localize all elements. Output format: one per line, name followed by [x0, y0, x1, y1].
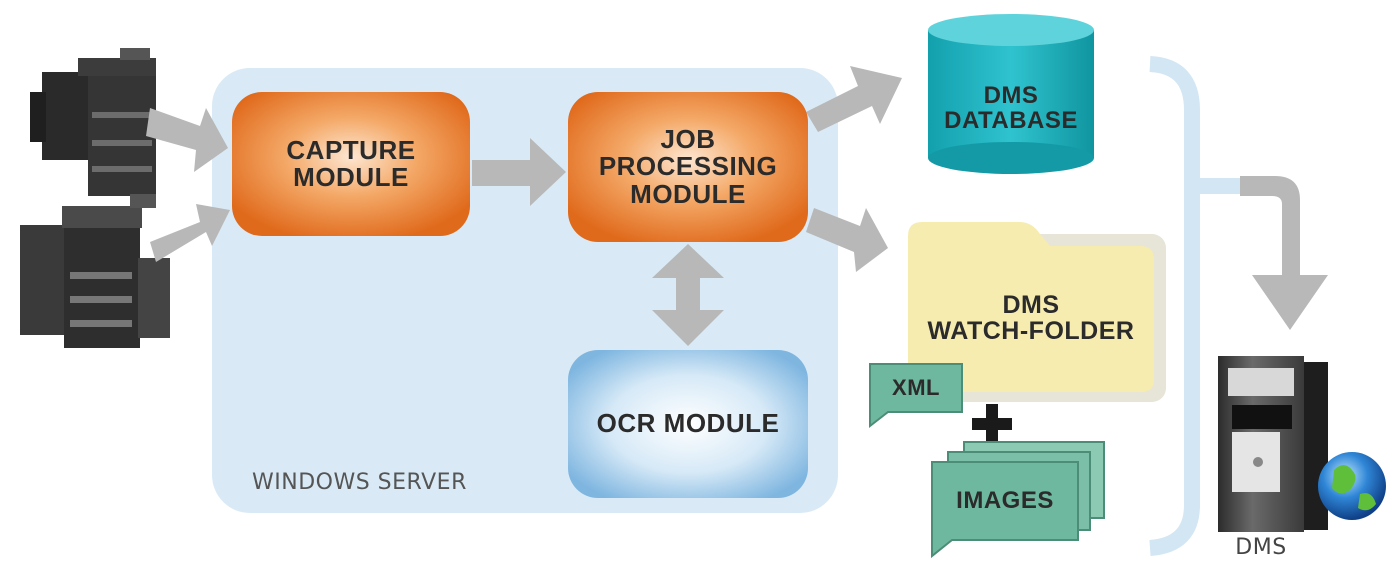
dms-bracket: [1149, 56, 1200, 556]
dms-server-tower-icon: [1218, 356, 1328, 532]
arrow-job-ocr: [652, 244, 724, 346]
xml-document-icon: [869, 363, 963, 429]
arrow-printer2-capture: [150, 204, 230, 262]
job-processing-module-label: JOB PROCESSING MODULE: [598, 124, 778, 209]
images-documents-icon: [931, 441, 1105, 559]
capture-module-label: CAPTURE MODULE: [286, 134, 416, 192]
ocr-module-label: OCR MODULE: [596, 408, 780, 439]
dms-watch-folder-label: DMS WATCH-FOLDER: [927, 290, 1135, 345]
dms-database-cylinder: [928, 14, 1094, 174]
job-processing-module-box: [568, 92, 808, 242]
xml-label: XML: [892, 375, 940, 401]
printer-icon-2: [20, 194, 170, 348]
ocr-module-box: [568, 350, 808, 498]
dms-database-label: DMS DATABASE: [944, 81, 1078, 134]
flow-arrows: [146, 66, 1328, 346]
windows-server-label: WINDOWS SERVER: [252, 470, 467, 495]
arrow-job-database: [806, 66, 902, 132]
images-label: IMAGES: [956, 487, 1054, 515]
dms-label: DMS: [1235, 535, 1287, 560]
printer-icon-1: [30, 48, 156, 196]
capture-module-box: [232, 92, 470, 236]
arrow-capture-job: [472, 138, 566, 206]
globe-icon: [1318, 452, 1386, 520]
arrow-job-watchfolder: [806, 208, 888, 272]
plus-icon: [972, 404, 1012, 444]
arrow-printer1-capture: [146, 108, 228, 172]
arrow-bracket-dms: [1240, 176, 1328, 330]
folder-icon: [908, 222, 1166, 402]
